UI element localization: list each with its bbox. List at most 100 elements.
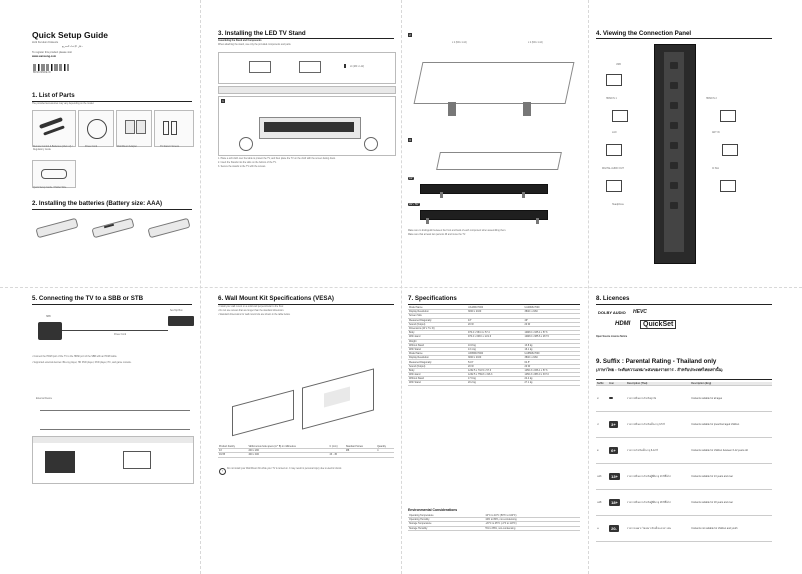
barcode-code: BN68-09600E-00 — [33, 72, 51, 74]
rating-cell: รายการที่เหมาะสำหรับผู้ที่มีอายุ 13 ปีขึ… — [625, 463, 691, 491]
spec-row-cell — [523, 326, 580, 332]
rating-icon: 13+ — [608, 463, 626, 491]
rating-cell: Contents suitable for preschool aged chi… — [690, 411, 772, 439]
guide-subtitle-ar: دليل الإعداد السريع — [62, 45, 83, 48]
spec-row-cell: 1098.0 x 635.4 x 57.6 — [523, 330, 580, 336]
spec-row-cell: 13.8 kg — [523, 343, 580, 348]
vesa-cell — [328, 448, 345, 454]
rating-head: Icon — [608, 382, 626, 387]
env-row-cell: -20°C to 45°C (-4°F to 113°F) — [484, 521, 580, 527]
spec-row-cell: 64.5" — [523, 359, 580, 365]
part-remote — [32, 110, 76, 147]
part-label: TV Stand / Screws — [160, 146, 180, 148]
rating-cell: ป — [596, 411, 609, 439]
spec-row-cell: 3840 x 2160 — [523, 309, 580, 315]
stand-subtitle: Assembling the Stand and Components — [218, 40, 262, 42]
stb-note: • Connect the HDMI port of the TV to the… — [32, 356, 118, 358]
hdmi-cable — [62, 330, 168, 331]
spec-row-cell: UA49MU7000 — [523, 306, 580, 311]
website-link[interactable]: www.samsung.com — [32, 55, 57, 58]
spec-row-cell: With Stand — [408, 380, 468, 386]
device-icon — [720, 180, 736, 192]
spec-row-cell: 1098.0 x 685.6 x 267.5 — [523, 334, 580, 340]
rating-cell: รายการที่เหมาะสำหรับผู้ที่มีอายุ 18 ปีขึ… — [625, 489, 691, 517]
wall-note: • Install your wall mount on a solid wal… — [218, 306, 284, 308]
power-cord-label: Power Cord — [114, 334, 127, 336]
section-3-title: 3. Installing the LED TV Stand — [218, 30, 306, 37]
spec-row-cell: 10.8 kg — [467, 343, 524, 348]
device-icon — [606, 180, 622, 192]
rating-cell: น18 — [596, 489, 609, 517]
step-number: 3 — [408, 138, 412, 142]
env-row-cell: Operating Humidity — [408, 517, 485, 523]
section-divider — [596, 38, 772, 39]
part-power-cord — [78, 110, 114, 147]
stand-step: 3. Secure the stands to the TV with the … — [218, 166, 266, 168]
part-label: Power Cord — [85, 146, 98, 148]
rating-icon: 6+ — [608, 437, 626, 465]
vesa-cell: 400 x 400 — [247, 452, 329, 458]
part-wall-mount — [116, 110, 152, 147]
vesa-head: VESA screw hole specs (A * B) in millime… — [247, 445, 329, 450]
port-jack — [670, 182, 678, 189]
part-label: Wall Mount Adapter — [117, 146, 137, 148]
rating-cell: Contents not suitable for children and y… — [690, 515, 772, 543]
port-label: LAN — [612, 132, 617, 134]
vesa-cell: 4 — [376, 448, 394, 454]
section-8-title: 8. Licences — [596, 295, 630, 302]
spec-row-cell: With stand — [408, 372, 468, 378]
spec-row-cell: 1232.5 x 710.5 x 57.6 — [467, 368, 524, 374]
rating-cell: รายการที่เหมาะสำหรับทุกวัย — [625, 385, 691, 413]
port-jack — [670, 142, 678, 149]
stb-device — [168, 316, 194, 326]
section-divider — [596, 379, 772, 380]
tv-stand — [536, 218, 539, 224]
rating-badge: 20- — [609, 525, 619, 533]
rating-badge: 3+ — [609, 421, 618, 429]
stand-note: When attaching the stand, use only the p… — [218, 44, 292, 46]
connection-panel-strip — [664, 52, 684, 252]
screw-spec-a: x 2 (M4 x L12) — [452, 42, 467, 44]
env-row-cell: Storage Humidity — [408, 526, 485, 531]
spec-row-cell: 20 W — [523, 322, 580, 327]
spec-row-cell: 3840 x 2160 — [467, 355, 524, 361]
fold-line — [0, 287, 802, 288]
spec-row-cell: 24.4 kg — [523, 376, 580, 382]
spec-row-cell: With Stand — [408, 347, 468, 353]
env-row-cell: 10% to 80%, non-condensing — [484, 517, 580, 523]
screw-label: x4 (M4 x L12) — [350, 66, 365, 68]
rating-badge: 6+ — [609, 447, 618, 455]
spec-row: Dimensions (W x H x D) — [408, 326, 580, 332]
spec-row-cell — [467, 326, 524, 332]
spec-row-cell: 16.1 kg — [523, 347, 580, 353]
spec-row-cell: 970.4 x 608.1 x 221.6 — [467, 334, 524, 340]
vesa-cell: M8 — [344, 448, 377, 454]
spec-row-cell: With stand — [408, 334, 468, 340]
section-divider — [32, 101, 192, 102]
rating-head: Description (Eng) — [690, 382, 772, 387]
sbb-device — [38, 322, 62, 340]
stb-note: • Supported external devices: Blu-ray pl… — [32, 362, 132, 364]
battery-step-1 — [32, 213, 80, 243]
licence-notice: Open Source Licence Notice — [596, 336, 628, 338]
vesa-cell: 43 - 45 — [328, 452, 345, 458]
guide-subtitle: Hızlı Kurulum Kılavuzu — [32, 41, 59, 44]
env-row: Storage Temperature-20°C to 45°C (-4°F t… — [408, 521, 580, 527]
stand-footnote: Make sure to distinguish between the fro… — [408, 230, 507, 232]
spec-row-cell: 13.1 kg — [467, 347, 524, 353]
part-stand — [154, 110, 194, 147]
spec-row-cell: 20 W — [467, 322, 524, 327]
section-divider — [218, 38, 394, 39]
env-row-cell: 5% to 95%, non-condensing — [484, 526, 580, 531]
device-icon — [612, 110, 628, 122]
